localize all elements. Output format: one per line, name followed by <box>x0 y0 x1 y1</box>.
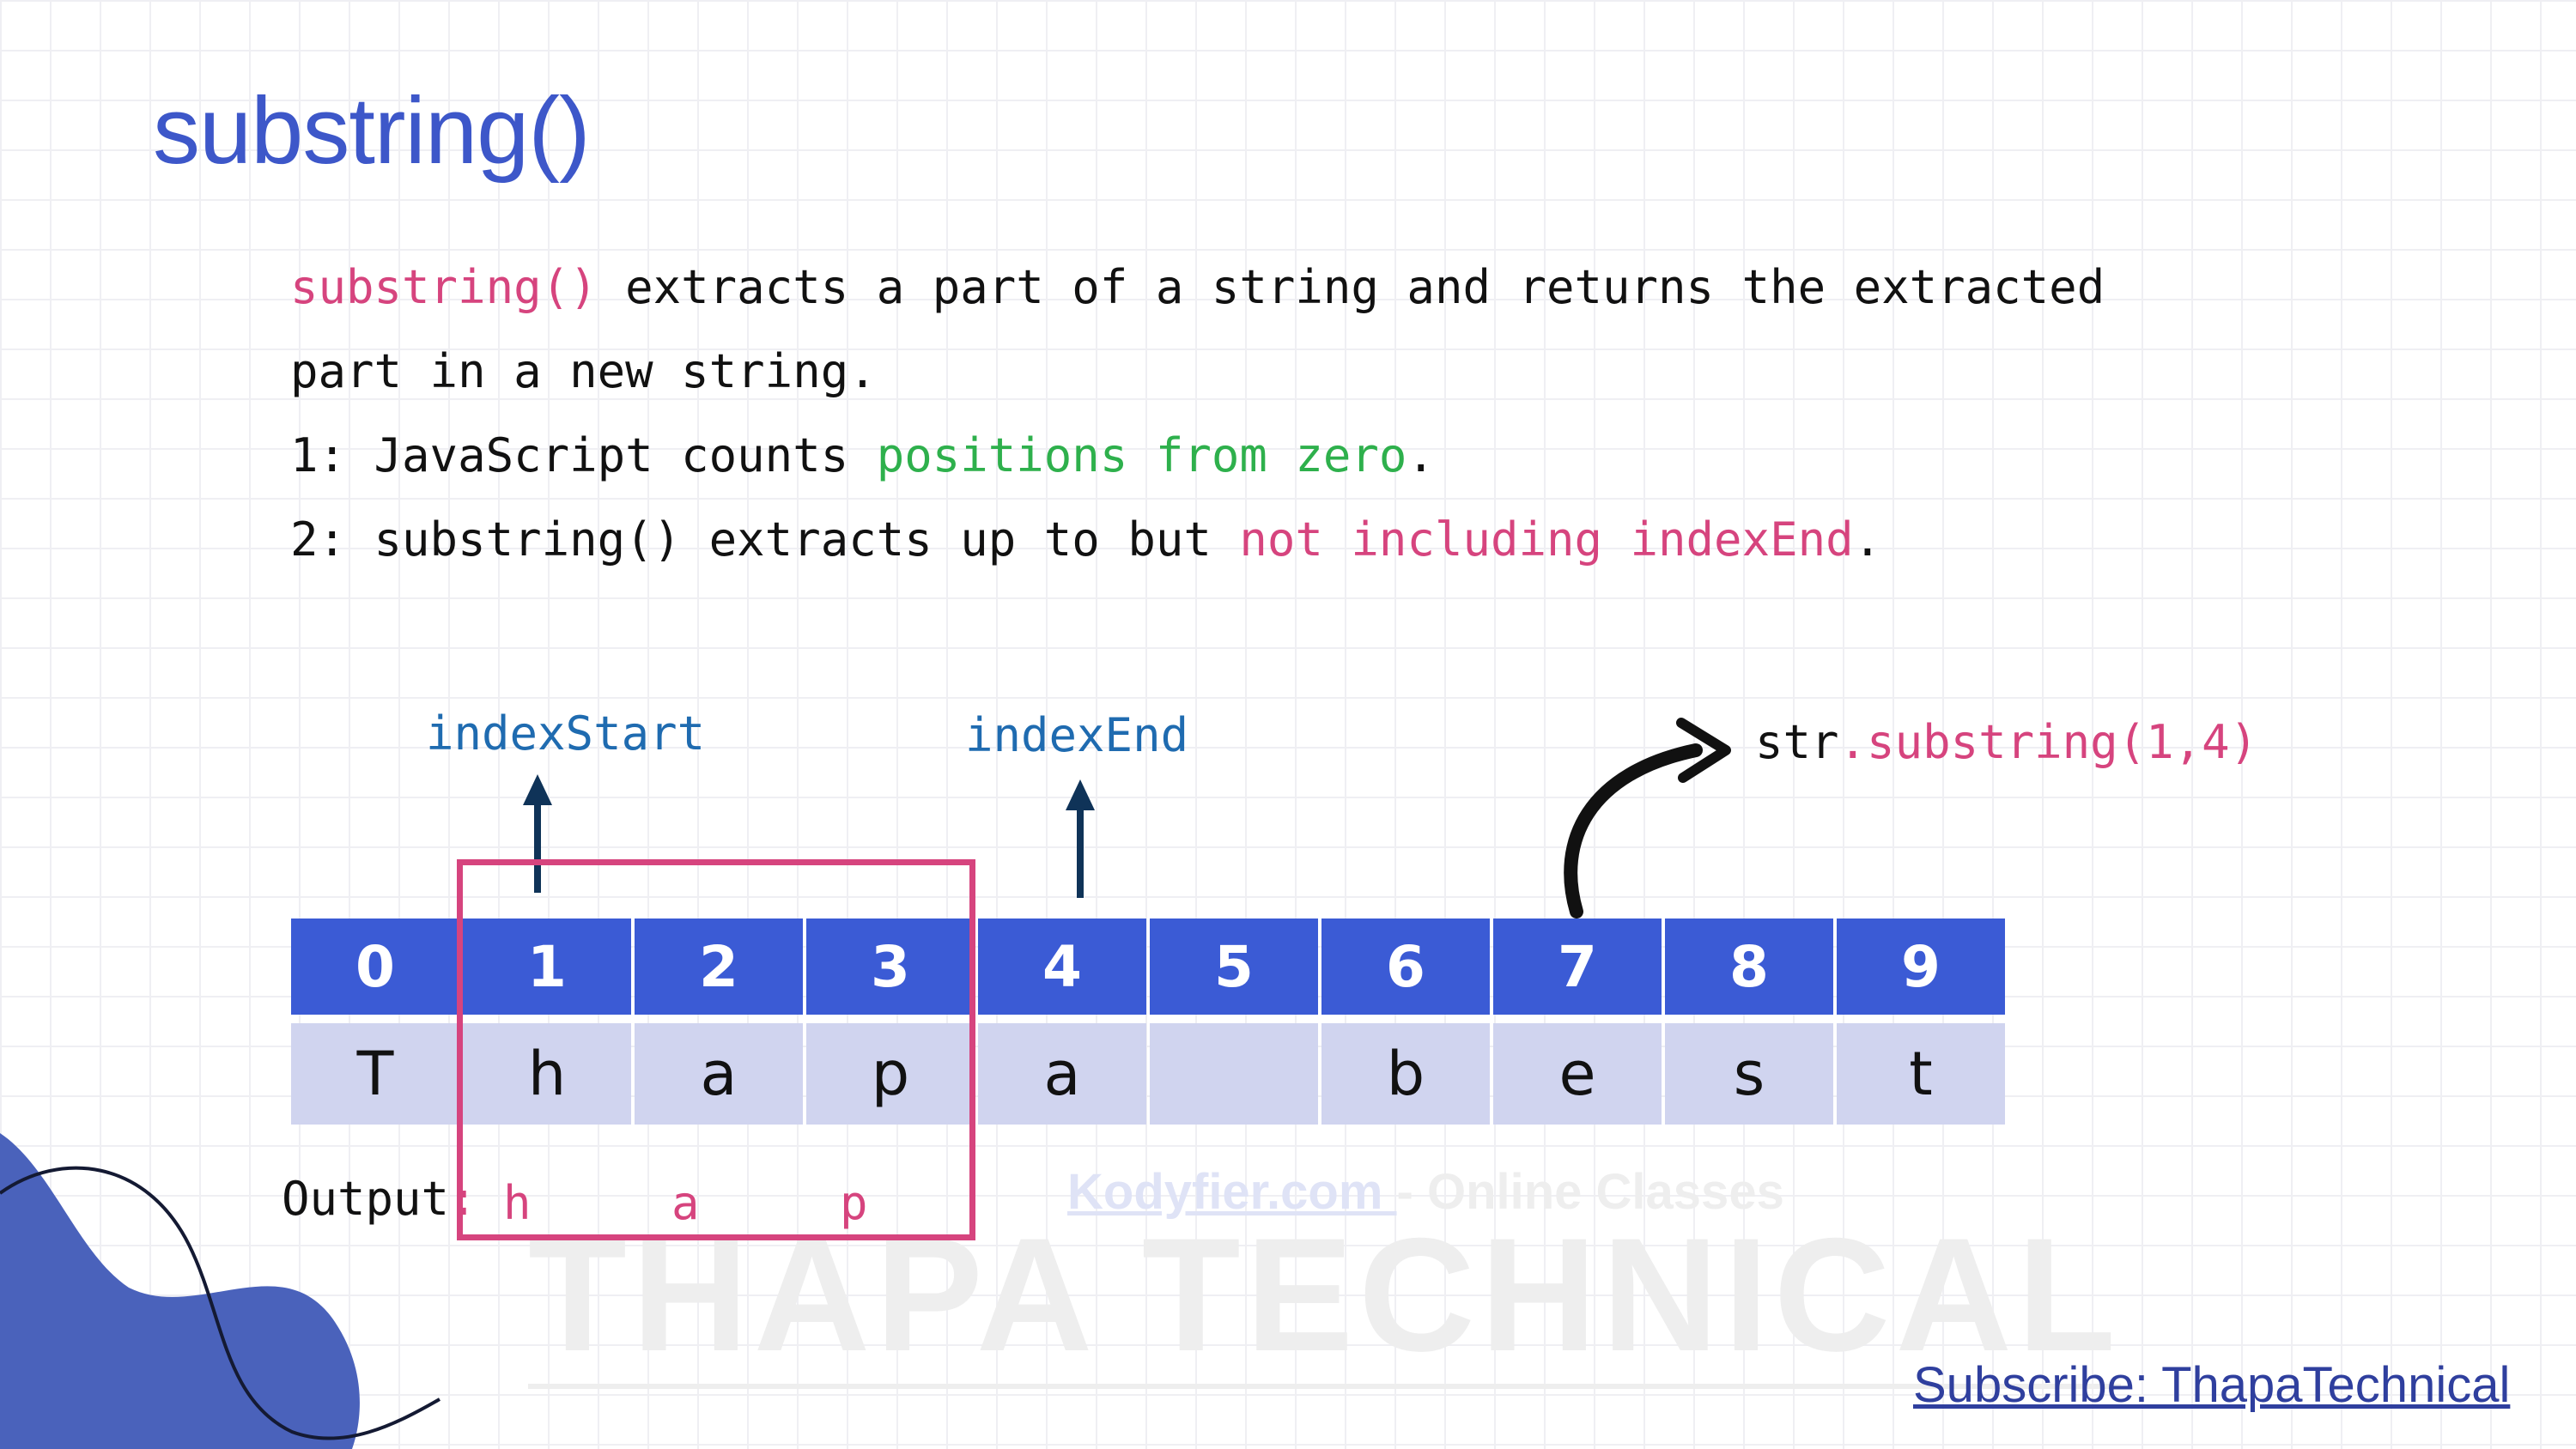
rule-1-highlight: positions from zero <box>876 428 1407 482</box>
output-colon: : <box>449 1172 477 1226</box>
watermark-site: Kodyfier.com - Online Classes <box>1067 1163 1784 1221</box>
char-cell <box>1150 1023 1318 1125</box>
output-char: p <box>840 1176 868 1230</box>
method-call: str.substring(1,4) <box>1755 719 2257 766</box>
method-call-method: .substring(1,4) <box>1838 715 2258 769</box>
page-title: substring() <box>153 78 591 184</box>
method-call-object: str <box>1755 715 1839 769</box>
index-cell: 4 <box>978 919 1146 1015</box>
string-index-table: 0 1 2 3 4 5 6 7 8 9 T h a p a b e s t <box>288 919 2008 1125</box>
description-text: extracts a part of a string and returns … <box>597 260 2105 314</box>
char-cell: t <box>1837 1023 2005 1125</box>
char-cell: a <box>635 1023 803 1125</box>
decorative-blob <box>0 1133 440 1449</box>
output-label-text: Output <box>282 1172 450 1226</box>
rule-2-suffix: . <box>1853 512 1882 567</box>
index-cell: 0 <box>291 919 459 1015</box>
index-cell: 9 <box>1837 919 2005 1015</box>
rule-2-highlight: not including indexEnd <box>1239 512 1854 567</box>
index-cell: 3 <box>806 919 975 1015</box>
curved-arrow-icon <box>1564 718 1731 919</box>
watermark-tagline: - Online Classes <box>1396 1164 1784 1220</box>
index-end-arrow-icon <box>1066 779 1095 898</box>
selection-highlight-box <box>457 859 975 1240</box>
subscribe-link[interactable]: Subscribe: ThapaTechnical <box>1913 1357 2511 1413</box>
output-label: Output: <box>282 1176 477 1222</box>
rule-1: 1: JavaScript counts positions from zero… <box>290 433 1435 479</box>
char-cell: T <box>291 1023 459 1125</box>
char-cell: a <box>978 1023 1146 1125</box>
char-cell: p <box>806 1023 975 1125</box>
rule-1-suffix: . <box>1406 428 1435 482</box>
watermark-site-link: Kodyfier.com <box>1067 1164 1397 1220</box>
rule-2-prefix: 2: substring() extracts up to but <box>290 512 1240 567</box>
index-cell: 1 <box>463 919 631 1015</box>
index-cell: 6 <box>1321 919 1490 1015</box>
index-start-label: indexStart <box>426 706 706 761</box>
substring-code: substring() <box>290 260 598 314</box>
description-line-2: part in a new string. <box>290 344 877 398</box>
char-cell: e <box>1493 1023 1662 1125</box>
rule-1-prefix: 1: JavaScript counts <box>290 428 877 482</box>
output-char: h <box>503 1176 532 1230</box>
index-end-label: indexEnd <box>965 708 1189 762</box>
index-row: 0 1 2 3 4 5 6 7 8 9 <box>291 919 2005 1015</box>
output-char: a <box>671 1176 700 1230</box>
char-cell: b <box>1321 1023 1490 1125</box>
index-start-arrow-icon <box>523 774 552 893</box>
index-cell: 7 <box>1493 919 1662 1015</box>
char-row: T h a p a b e s t <box>291 1023 2005 1125</box>
char-cell: h <box>463 1023 631 1125</box>
char-cell: s <box>1665 1023 1833 1125</box>
index-cell: 8 <box>1665 919 1833 1015</box>
rule-2: 2: substring() extracts up to but not in… <box>290 517 1881 563</box>
description-line-1: substring() extracts a part of a string … <box>290 264 2105 311</box>
index-cell: 5 <box>1150 919 1318 1015</box>
index-cell: 2 <box>635 919 803 1015</box>
